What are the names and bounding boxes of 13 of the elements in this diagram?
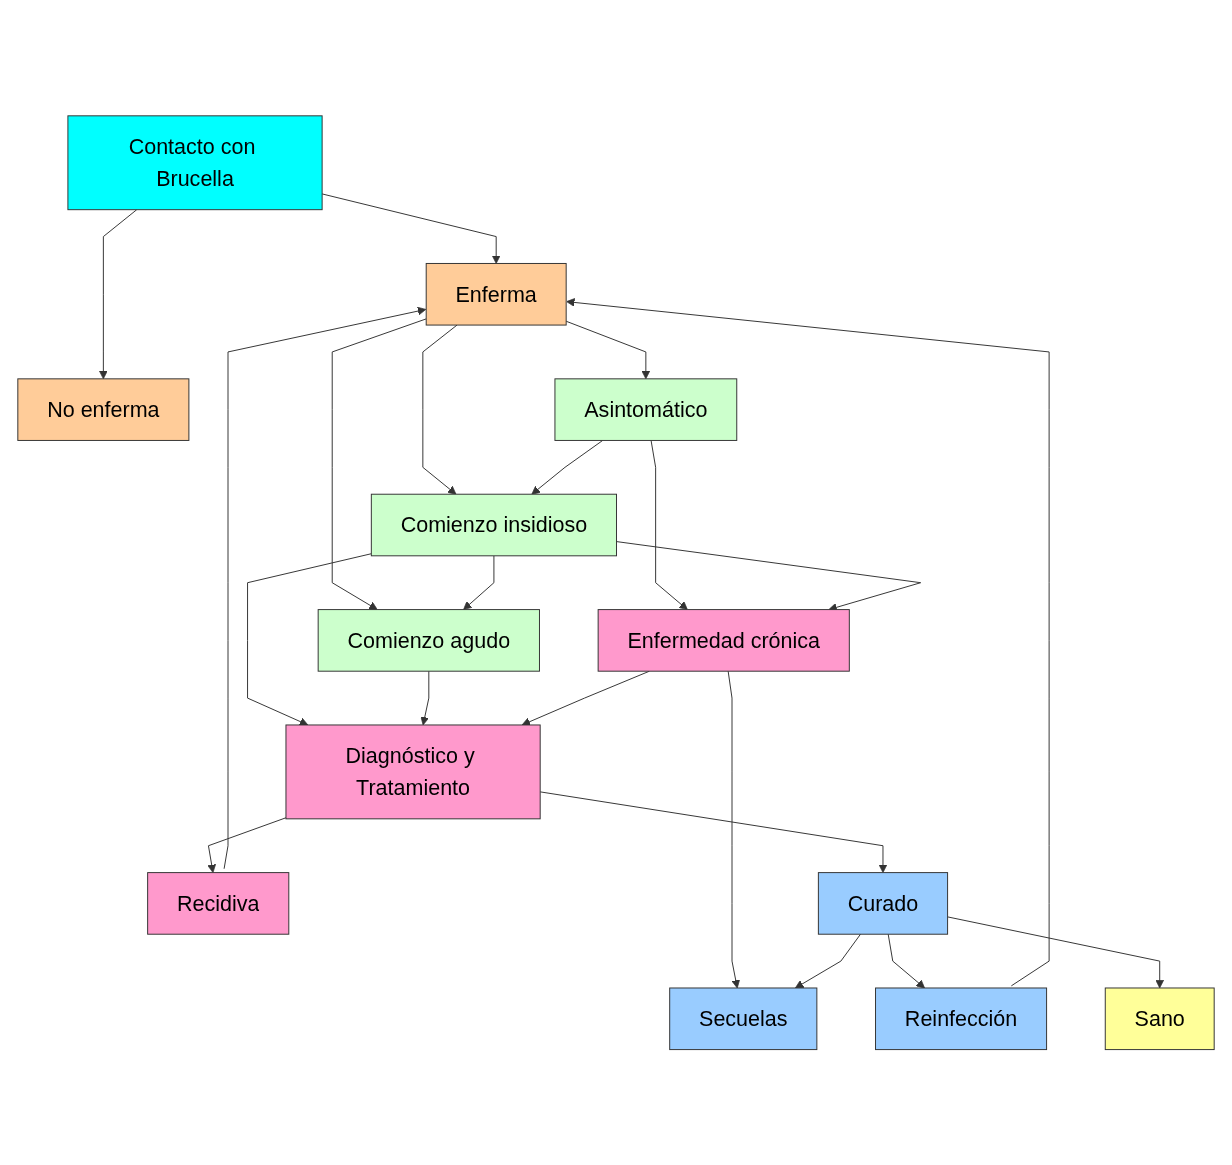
node-box: Reinfección — [875, 987, 1048, 1050]
node-box: Contacto con Brucella — [67, 115, 323, 210]
node-box: Recidiva — [147, 871, 290, 935]
node-box: Enferma — [425, 262, 567, 326]
node-box: Secuelas — [669, 987, 818, 1050]
node-box: Asintomático — [554, 378, 738, 441]
node-box: No enferma — [17, 378, 190, 441]
node-box: Comienzo insidioso — [370, 493, 617, 557]
node-box: Diagnóstico y Tratamiento — [285, 724, 541, 820]
node-box: Curado — [817, 871, 949, 935]
node-box: Sano — [1104, 987, 1215, 1050]
node-box: Comienzo agudo — [317, 608, 540, 672]
node-box: Enfermedad crónica — [597, 608, 850, 672]
